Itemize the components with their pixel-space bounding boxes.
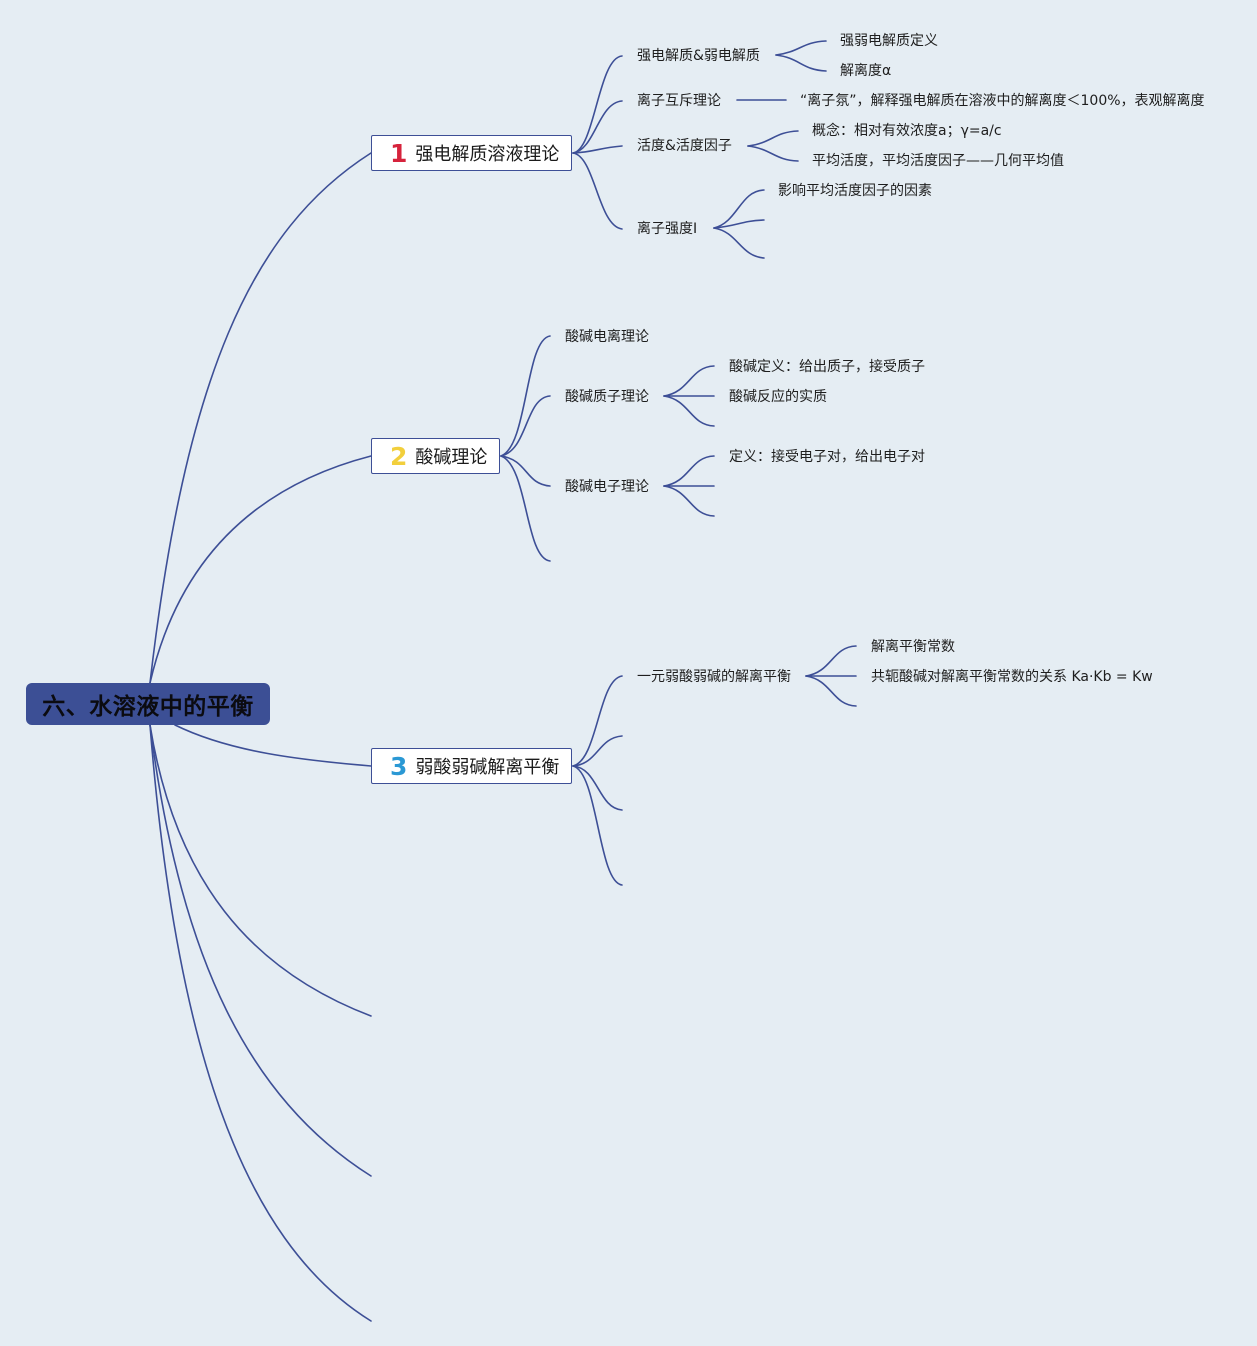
link-t3-s4: [572, 765, 623, 886]
leaf-lewis-definition[interactable]: 定义：接受电子对，给出电子对: [729, 449, 925, 465]
link-t2s3-c1: [663, 455, 715, 487]
leaf-bronsted-definition[interactable]: 酸碱定义：给出质子，接受质子: [729, 359, 925, 375]
link-t1s3-c1: [747, 130, 799, 147]
main-topic-2[interactable]: 2 酸碱理论: [371, 438, 500, 474]
link-t1s3-c2: [747, 145, 799, 162]
subtopic-lewis[interactable]: 酸碱电子理论: [565, 479, 649, 495]
link-t1-s1: [572, 55, 623, 154]
link-t2s2-c3: [663, 395, 715, 427]
link-t1s1-c2: [775, 54, 827, 72]
subtopic-ionic-strength[interactable]: 离子强度I: [637, 221, 698, 237]
link-root-empty2: [149, 724, 372, 1177]
subtopic-arrhenius[interactable]: 酸碱电离理论: [565, 329, 649, 345]
link-t1-s4: [572, 152, 623, 230]
link-t2-s3: [500, 455, 551, 487]
topic-number-2-icon: 2: [390, 441, 408, 471]
subtopic-ion-repulsion[interactable]: 离子互斥理论: [637, 93, 721, 109]
link-t2-s2: [500, 395, 551, 457]
link-t1s4-c2: [713, 219, 765, 229]
link-t1s4-c3: [713, 227, 765, 259]
link-root-topic1: [149, 152, 372, 684]
subtopic-monoprotic[interactable]: 一元弱酸弱碱的解离平衡: [637, 669, 791, 685]
link-root-topic3: [174, 724, 372, 767]
link-t1-s3: [572, 145, 623, 154]
subtopic-electrolytes[interactable]: 强电解质&弱电解质: [637, 48, 760, 64]
link-root-topic2: [149, 455, 372, 684]
link-t1-s2: [572, 100, 623, 154]
link-t3s1-c3: [805, 675, 857, 707]
topic-title-3: 弱酸弱碱解离平衡: [415, 757, 560, 778]
topic-title-2: 酸碱理论: [415, 447, 488, 468]
link-t3-s3: [572, 765, 623, 811]
leaf-dissociation-constant[interactable]: 解离平衡常数: [871, 639, 955, 655]
main-topic-3[interactable]: 3 弱酸弱碱解离平衡: [371, 748, 572, 784]
leaf-mean-activity[interactable]: 平均活度，平均活度因子——几何平均值: [812, 153, 1064, 169]
link-root-empty1: [149, 724, 372, 1017]
leaf-conjugate-relation[interactable]: 共轭酸碱对解离平衡常数的关系 Ka·Kb = Kw: [871, 669, 1153, 685]
root-topic[interactable]: 六、水溶液中的平衡: [26, 683, 270, 725]
link-t2s3-c3: [663, 485, 715, 517]
topic-number-3-icon: 3: [390, 751, 408, 781]
main-topic-1[interactable]: 1 强电解质溶液理论: [371, 135, 572, 171]
leaf-activity-concept[interactable]: 概念：相对有效浓度a；γ=a/c: [812, 123, 1002, 139]
link-t2s2-c1: [663, 365, 715, 397]
link-t3s1-c1: [805, 645, 857, 677]
link-t1s1-c1: [775, 40, 827, 56]
link-t1s4-c1: [713, 189, 765, 229]
topic-number-1-icon: 1: [390, 138, 408, 168]
topic-title-1: 强电解质溶液理论: [415, 144, 560, 165]
link-t2-s1: [500, 335, 551, 457]
leaf-ion-atmosphere[interactable]: “离子氛”，解释强电解质在溶液中的解离度＜100%，表观解离度: [800, 93, 1205, 109]
leaf-activity-factors[interactable]: 影响平均活度因子的因素: [778, 183, 932, 199]
root-title: 六、水溶液中的平衡: [42, 694, 254, 720]
link-t2-s4: [500, 455, 551, 562]
subtopic-activity[interactable]: 活度&活度因子: [637, 138, 732, 154]
link-root-empty3: [149, 724, 372, 1322]
subtopic-bronsted[interactable]: 酸碱质子理论: [565, 389, 649, 405]
leaf-electrolyte-definition[interactable]: 强弱电解质定义: [840, 33, 938, 49]
link-t3-s2: [572, 735, 623, 767]
leaf-reaction-essence[interactable]: 酸碱反应的实质: [729, 389, 827, 405]
leaf-dissociation-degree[interactable]: 解离度α: [840, 63, 892, 79]
link-t3-s1: [572, 675, 623, 767]
